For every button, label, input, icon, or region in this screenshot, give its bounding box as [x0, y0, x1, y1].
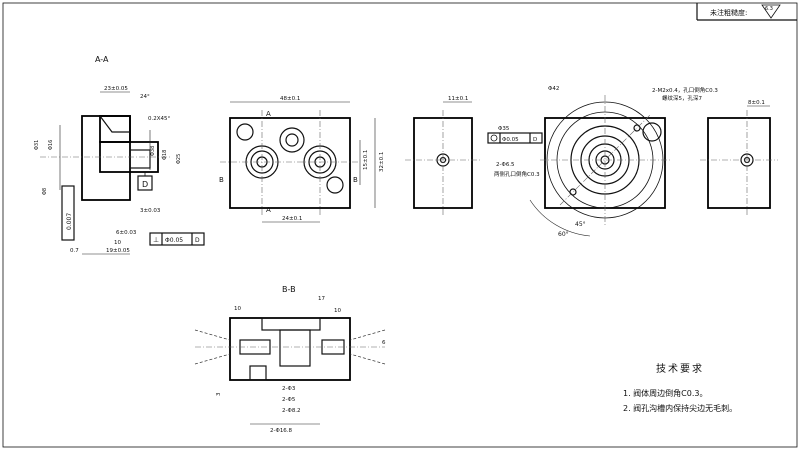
- dim-bottom: 19±0.05: [106, 248, 130, 254]
- roughness-value: 6.3: [765, 6, 773, 12]
- cut-b-left: B: [219, 176, 224, 184]
- dim-front-width: 48±0.1: [280, 96, 300, 102]
- note-hole-2: 两侧孔口倒角C0.3: [494, 170, 540, 178]
- cut-a-bottom: A: [266, 206, 271, 214]
- dim-left-3: Φ8: [42, 188, 48, 195]
- cut-a-top: A: [266, 110, 271, 118]
- position-ref: D: [533, 137, 537, 143]
- note-thread-1: 2-M2x0.4，孔口倒角C0.3: [652, 86, 718, 94]
- bb-body: [229, 317, 351, 381]
- note-hole-1: 2-Φ6.5: [496, 162, 515, 168]
- dim-angle-1: 45°: [575, 221, 586, 228]
- dim-hole-c: Φ25: [176, 154, 182, 164]
- position-frame: [487, 132, 543, 144]
- dim-hole-a: Φ38: [150, 146, 156, 156]
- cut-b-right: B: [353, 176, 358, 184]
- right-outline: [707, 117, 771, 209]
- dim-left-2: Φ31: [34, 140, 40, 150]
- dim-chamfer: 0.2X45°: [148, 116, 171, 122]
- dim-step-2: 10: [114, 240, 121, 246]
- dim-bb-top-2: 10: [234, 306, 241, 312]
- view-label-aa: A-A: [95, 55, 109, 64]
- side-view: 11±0.1: [405, 96, 480, 215]
- perpendicular-icon: ⊥: [153, 236, 159, 244]
- dim-top-width: 23±0.05: [104, 86, 128, 92]
- aa-body: [81, 115, 131, 201]
- aa-top-cut: [99, 115, 131, 143]
- roughness-block: 未注粗糙度: 6.3: [696, 3, 797, 21]
- roughness-label: 未注粗糙度:: [710, 8, 747, 17]
- perpendicularity-frame: [149, 232, 205, 246]
- position-icon: [490, 134, 498, 142]
- perp-tolerance: Φ0.05: [165, 237, 183, 244]
- dim-left-1: Φ16: [48, 140, 54, 150]
- dim-bb-top-3: 10: [334, 308, 341, 314]
- dim-side-width: 11±0.1: [448, 96, 468, 102]
- flatness-value: 0.007: [66, 213, 73, 230]
- right-view: 8±0.1: [700, 100, 778, 215]
- dim-right-width: 8±0.1: [748, 100, 765, 106]
- dim-bb-bot-1: 2-Φ3: [282, 386, 296, 392]
- dim-bb-bot-4: 2-Φ16.8: [270, 428, 293, 434]
- dim-step-1: 6±0.03: [116, 230, 137, 236]
- section-view-bb: B-B 17 10 10 6 3 2-Φ3 2-Φ5 2-Φ8.2 2-Φ16.…: [194, 285, 386, 434]
- dim-bb-left: 3: [216, 392, 222, 396]
- dim-bb-top-1: 17: [318, 296, 325, 302]
- dim-bottom-small: 0.7: [70, 248, 79, 254]
- rear-view: Φ42 2-M2x0.4，孔口倒角C0.3 螺纹深5，孔深7 Φ35 Φ0.05…: [487, 86, 718, 238]
- dim-bb-bot-3: 2-Φ8.2: [282, 408, 301, 414]
- dim-rear-top: Φ42: [548, 86, 559, 92]
- note-thread-2: 螺纹深5，孔深7: [662, 94, 702, 102]
- position-tolerance: Φ0.05: [502, 137, 519, 143]
- dim-depth: 3±0.03: [140, 208, 161, 214]
- tech-item-1: 1. 阀体周边倒角C0.3。: [623, 388, 707, 398]
- dim-bb-bot-2: 2-Φ5: [282, 397, 296, 403]
- front-view: A A B B 48±0.1 32±0.1 15±0.1 24±0.1: [219, 96, 385, 223]
- view-label-bb: B-B: [282, 285, 296, 294]
- tech-title: 技术要求: [656, 362, 704, 375]
- tech-item-2: 2. 阀孔沟槽内保持尖边无毛刺。: [623, 403, 737, 413]
- flatness-frame: [61, 185, 75, 241]
- perp-ref: D: [195, 237, 200, 244]
- dim-bb-right: 6: [382, 340, 386, 346]
- roughness-icon: [761, 4, 781, 19]
- datum-d-label: D: [142, 180, 148, 189]
- dim-angle-2: 60°: [558, 231, 569, 238]
- technical-requirements: 技术要求 1. 阀体周边倒角C0.3。 2. 阀孔沟槽内保持尖边无毛刺。: [623, 362, 737, 413]
- dim-pcd: Φ35: [498, 126, 510, 132]
- front-outline: [229, 117, 351, 209]
- section-view-aa: A-A D 23±0.05 24° 0.2X45° Φ38 Φ18 Φ25 Φ1…: [34, 55, 205, 255]
- dim-front-offset: 24±0.1: [282, 216, 302, 222]
- dim-hole-b: Φ18: [162, 150, 168, 160]
- dim-front-height: 32±0.1: [379, 152, 385, 172]
- dim-front-inner: 15±0.1: [363, 150, 369, 170]
- dim-angle: 24°: [140, 94, 150, 100]
